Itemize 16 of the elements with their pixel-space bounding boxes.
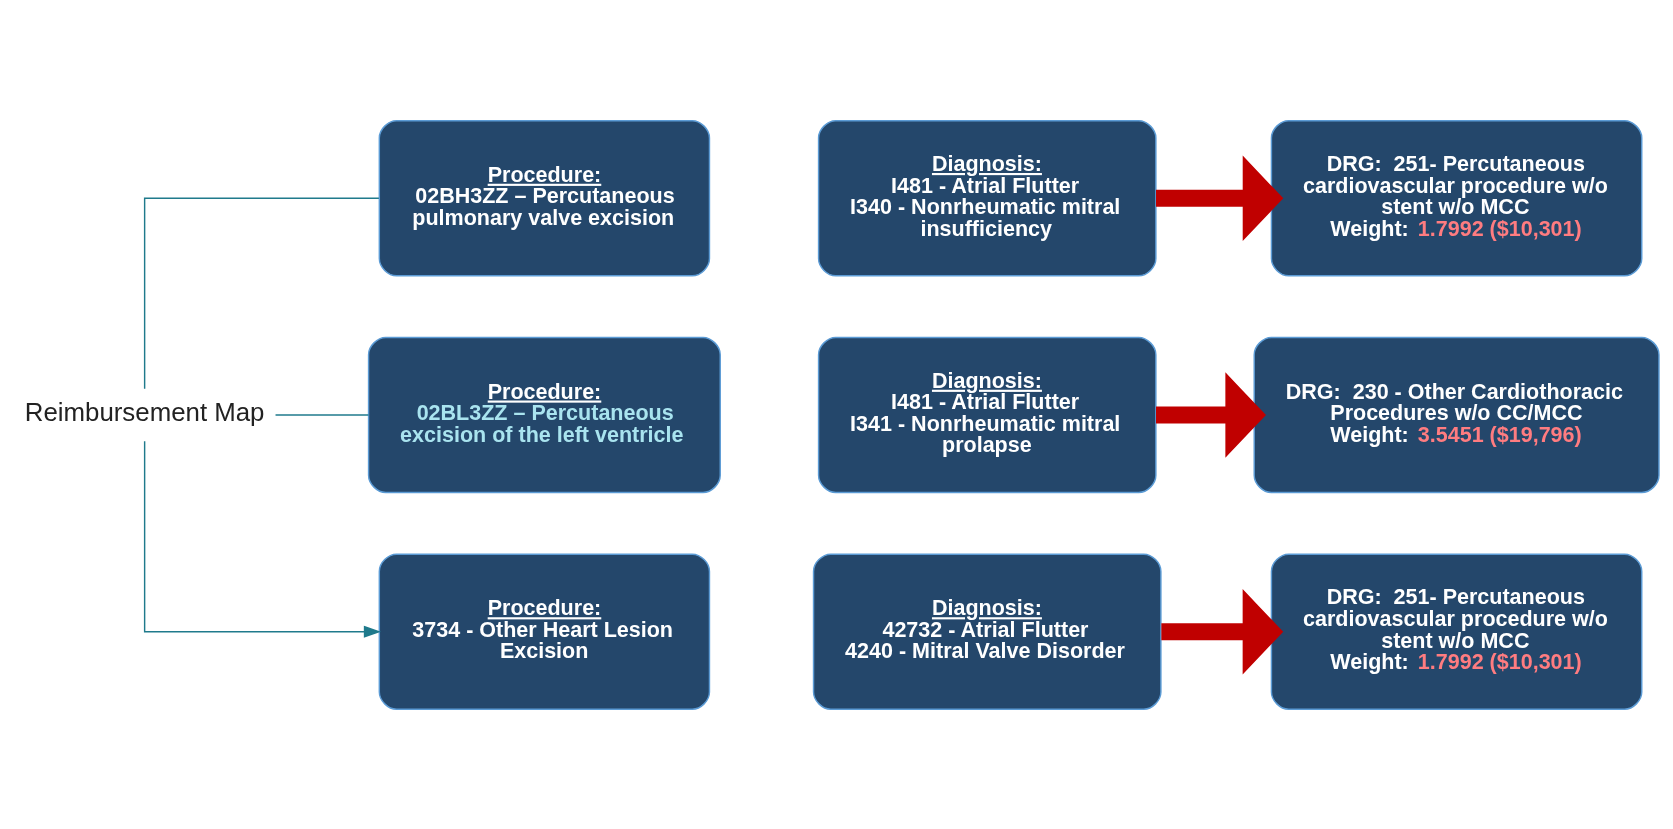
arrow [143,439,382,638]
node-box: Procedure: 02BH3ZZ – Percutaneous pulmonary valve excision [378,119,711,276]
connector [143,197,380,390]
arrow [1161,588,1284,674]
node-box: Procedure: 02BL3ZZ – Percutaneous excision of the left ventricle [367,336,721,493]
arrow [1156,155,1284,241]
node-box: Diagnosis: I481 - Atrial Flutter I340 - Nonrheumatic mitral insufficiency [817,119,1157,276]
arrow [1156,371,1266,458]
node-box: Diagnosis: I481 - Atrial Flutter I341 - Nonrheumatic mitral prolapse [817,336,1157,493]
node-box: DRG: 251- Percutaneous cardiovascular procedure w/o stent w/o MCC Weight: 1.7992 ($10,301) [1270,119,1643,276]
node-text: Reimbursement Map [24,397,265,426]
node-box: Diagnosis: 42732 - Atrial Flutter 4240 - Mitral Valve Disorder [812,553,1162,710]
node-box: Procedure: 3734 - Other Heart Lesion Excision [378,553,711,710]
node-box: DRG: 230 - Other Cardiothoracic Procedures w/o CC/MCC Weight: 3.5451 ($19,796) [1253,336,1660,493]
node-box: DRG: 251- Percutaneous cardiovascular procedure w/o stent w/o MCC Weight: 1.7992 ($10,301) [1270,553,1643,710]
connector [274,413,370,416]
